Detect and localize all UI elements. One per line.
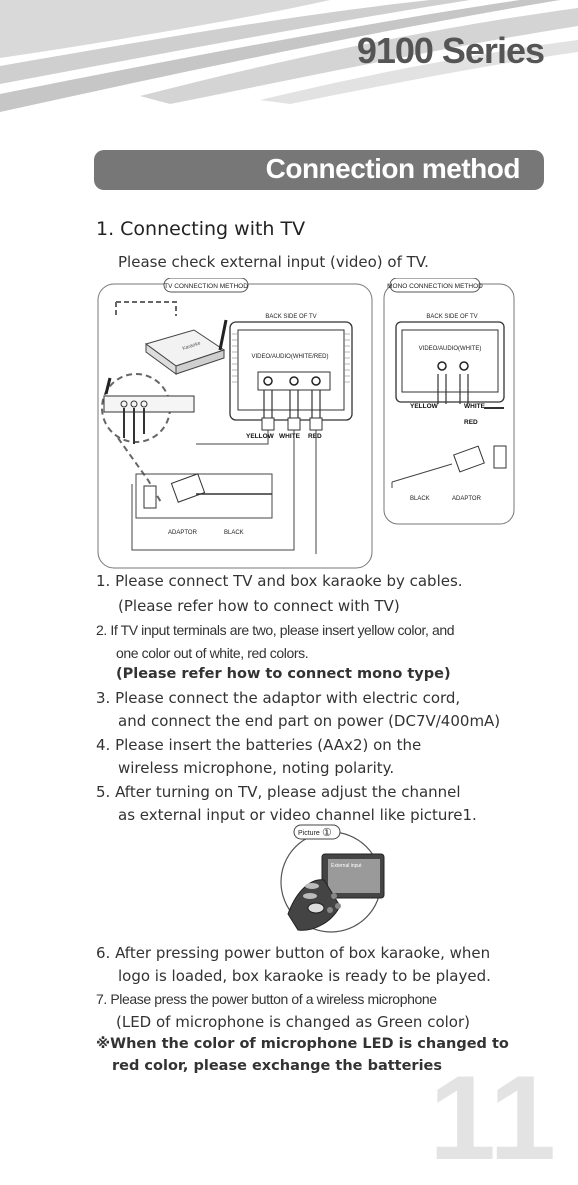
tv-method-tab: [163, 278, 249, 293]
svg-text:VIDEO/AUDIO(WHITE): VIDEO/AUDIO(WHITE): [419, 346, 482, 352]
section-intro: Please check external input (video) of T…: [118, 253, 429, 271]
svg-text:WHITE: WHITE: [464, 403, 486, 410]
step-4-line-1: 4. Please insert the batteries (AAx2) on…: [96, 736, 422, 754]
mono-method-label: MONO CONNECTION METHOD: [387, 283, 483, 290]
svg-text:VIDEO/AUDIO(WHITE/RED): VIDEO/AUDIO(WHITE/RED): [251, 354, 328, 360]
svg-text:BACK SIDE OF TV: BACK SIDE OF TV: [265, 314, 316, 320]
step-3-line-2: and connect the end part on power (DC7V/…: [118, 712, 501, 730]
picture-screen-text: External input: [331, 863, 362, 869]
step-5-line-2: as external input or video channel like …: [118, 806, 477, 824]
step-7-line-1: 7. Please press the power button of a wi…: [96, 991, 437, 1007]
svg-text:ADAPTOR: ADAPTOR: [168, 530, 198, 536]
svg-text:YELLOW: YELLOW: [410, 403, 439, 410]
svg-text:YELLOW: YELLOW: [246, 433, 275, 440]
svg-text:BLACK: BLACK: [224, 530, 244, 536]
svg-text:BLACK: BLACK: [410, 496, 430, 502]
picture-1-illustration: Picture ① External input: [280, 824, 385, 933]
section-heading: 1. Connecting with TV: [96, 218, 306, 240]
step-6-line-2: logo is loaded, box karaoke is ready to …: [118, 967, 491, 985]
svg-text:BACK SIDE OF TV: BACK SIDE OF TV: [426, 314, 477, 320]
step-2-line-2: one color out of white, red colors.: [116, 645, 309, 661]
svg-text:RED: RED: [308, 433, 322, 440]
mono-method-frame: [383, 283, 515, 525]
series-title: 9100 Series: [356, 30, 545, 71]
svg-text:Karaoke: Karaoke: [182, 340, 202, 352]
mono-power-adaptor: [453, 445, 485, 473]
step-7-line-2: (LED of microphone is changed as Green c…: [116, 1013, 470, 1031]
connection-diagram: TV CONNECTION METHOD MONO CONNECTION MET…: [97, 278, 515, 569]
page-number: 11: [429, 1051, 556, 1185]
power-outlet: [143, 485, 157, 509]
picture-label: Picture: [298, 830, 320, 837]
note-line-1: ※When the color of microphone LED is cha…: [96, 1036, 509, 1052]
step-4-line-2: wireless microphone, noting polarity.: [118, 759, 395, 777]
power-adaptor: [170, 473, 206, 503]
picture-number: ①: [322, 827, 332, 839]
tv-method-label: TV CONNECTION METHOD: [164, 283, 248, 290]
step-2-line-1: 2. If TV input terminals are two, please…: [96, 622, 455, 638]
step-2-line-3: (Please refer how to connect mono type): [116, 666, 451, 682]
step-6-line-1: 6. After pressing power button of box ka…: [96, 944, 491, 962]
note-line-2: red color, please exchange the batteries: [112, 1058, 443, 1074]
box-side-panel: [103, 395, 195, 413]
banner-title: Connection method: [265, 153, 521, 184]
svg-text:RED: RED: [464, 419, 478, 426]
section-banner: Connection method: [94, 150, 544, 190]
step-1-line-2: (Please refer how to connect with TV): [118, 597, 400, 615]
svg-text:WHITE: WHITE: [279, 433, 301, 440]
step-1-line-1: 1. Please connect TV and box karaoke by …: [96, 572, 463, 590]
mono-method-tab: [389, 278, 481, 293]
mono-power-outlet: [493, 445, 507, 469]
step-5-line-1: 5. After turning on TV, please adjust th…: [96, 783, 461, 801]
header-swoosh-decoration: [0, 0, 578, 112]
svg-text:ADAPTOR: ADAPTOR: [452, 496, 482, 502]
step-3-line-1: 3. Please connect the adaptor with elect…: [96, 689, 461, 707]
